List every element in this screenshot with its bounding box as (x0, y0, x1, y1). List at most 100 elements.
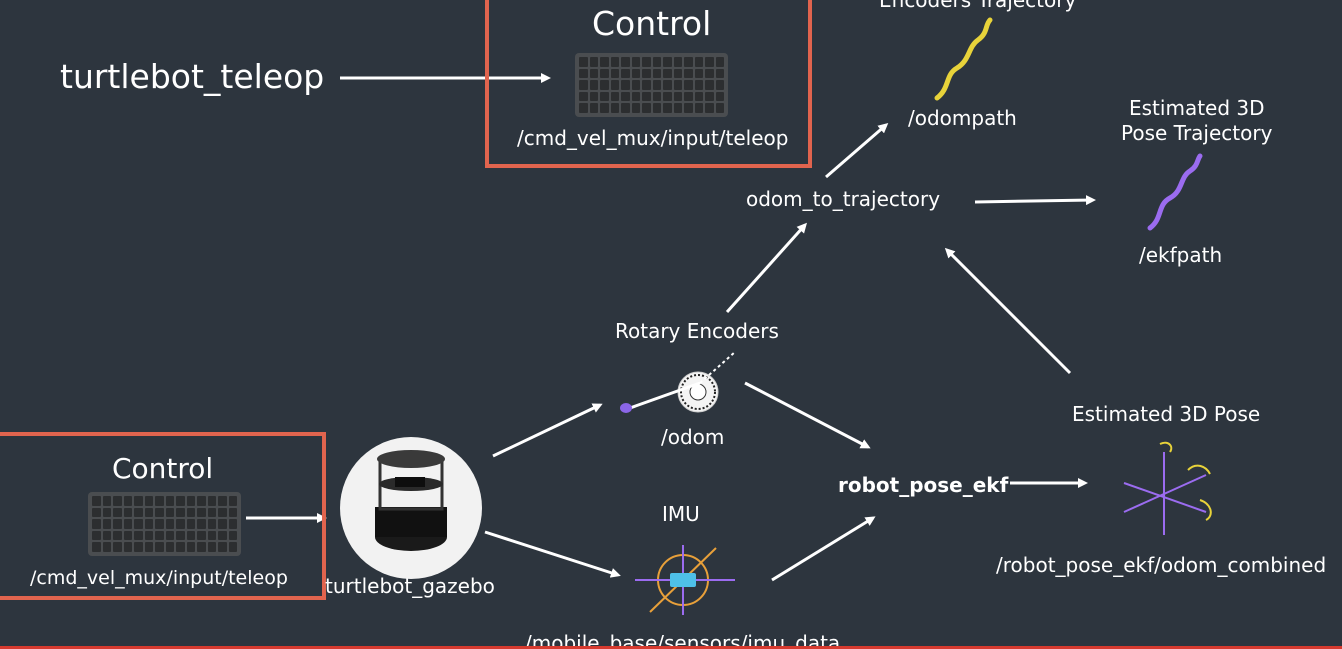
key-cap (155, 530, 164, 541)
key-cap (176, 542, 185, 552)
key-cap (197, 530, 206, 541)
key-cap (600, 103, 609, 113)
key-cap (715, 103, 724, 113)
key-cap (610, 103, 619, 113)
key-cap (684, 68, 693, 79)
arrow-encoders-to-traj (725, 222, 808, 314)
key-cap (186, 496, 195, 506)
key-cap (621, 103, 630, 113)
rotary-encoder-icon (620, 351, 736, 413)
key-cap (218, 496, 227, 506)
key-cap (176, 507, 185, 518)
key-cap (113, 530, 122, 541)
key-cap (155, 519, 164, 529)
key-cap (92, 507, 101, 518)
key-cap (705, 103, 714, 113)
key-cap (673, 57, 682, 67)
key-cap (610, 68, 619, 79)
key-cap (631, 91, 640, 102)
arrow-imu-to-ekf (771, 516, 876, 582)
key-cap (715, 80, 724, 90)
key-cap (207, 519, 216, 529)
key-cap (652, 80, 661, 90)
key-cap (684, 57, 693, 67)
key-cap (673, 91, 682, 102)
key-cap (621, 80, 630, 90)
teleop-node-label: turtlebot_teleop (60, 57, 325, 96)
key-cap (207, 507, 216, 518)
key-cap (134, 530, 143, 541)
key-cap (165, 496, 174, 506)
key-cap (134, 542, 143, 552)
key-cap (165, 507, 174, 518)
control-topic-top: /cmd_vel_mux/input/teleop (517, 126, 789, 150)
arrow-robot-to-imu (484, 530, 621, 578)
key-cap (610, 57, 619, 67)
key-cap (579, 80, 588, 90)
key-cap (102, 530, 111, 541)
key-cap (165, 530, 174, 541)
key-cap (92, 496, 101, 506)
key-cap (197, 542, 206, 552)
key-cap (144, 507, 153, 518)
key-cap (102, 519, 111, 529)
key-cap (694, 91, 703, 102)
odom-combined-topic: /robot_pose_ekf/odom_combined (996, 553, 1327, 577)
key-cap (684, 80, 693, 90)
keyboard-icon (88, 492, 241, 556)
key-cap (134, 496, 143, 506)
key-cap (134, 519, 143, 529)
key-cap (600, 91, 609, 102)
key-cap (663, 57, 672, 67)
key-cap (642, 68, 651, 79)
key-cap (228, 519, 237, 529)
key-cap (673, 80, 682, 90)
key-cap (144, 519, 153, 529)
key-cap (715, 57, 724, 67)
robot-label: turtlebot_gazebo (325, 574, 495, 598)
key-cap (715, 91, 724, 102)
imu-title: IMU (662, 502, 700, 526)
key-cap (186, 530, 195, 541)
key-cap (228, 507, 237, 518)
key-cap (673, 103, 682, 113)
key-cap (186, 542, 195, 552)
key-cap (123, 496, 132, 506)
key-cap (579, 91, 588, 102)
key-cap (621, 91, 630, 102)
key-cap (631, 57, 640, 67)
key-cap (197, 496, 206, 506)
key-cap (600, 57, 609, 67)
key-cap (92, 530, 101, 541)
control-box-top: Control /cmd_vel_mux/input/teleop (485, 0, 812, 168)
key-cap (197, 519, 206, 529)
key-cap (621, 68, 630, 79)
key-cap (705, 91, 714, 102)
encoders-trajectory-title: Encoders Trajectory (879, 0, 1077, 12)
key-cap (123, 507, 132, 518)
arrow-encoders-to-ekf (744, 381, 871, 449)
key-cap (600, 80, 609, 90)
key-cap (610, 91, 619, 102)
key-cap (228, 496, 237, 506)
key-cap (694, 57, 703, 67)
ekf-trajectory-icon (1147, 153, 1203, 231)
key-cap (610, 80, 619, 90)
key-cap (176, 519, 185, 529)
key-cap (144, 542, 153, 552)
key-cap (631, 68, 640, 79)
key-cap (589, 103, 598, 113)
key-cap (228, 530, 237, 541)
estimated-trajectory-title-1: Estimated 3D (1129, 96, 1265, 120)
key-cap (123, 519, 132, 529)
key-cap (113, 519, 122, 529)
key-cap (186, 519, 195, 529)
key-cap (176, 496, 185, 506)
keyboard-icon (575, 53, 728, 117)
key-cap (694, 103, 703, 113)
key-cap (663, 80, 672, 90)
key-cap (123, 542, 132, 552)
ekf-node-label: robot_pose_ekf (838, 473, 1009, 497)
key-cap (589, 91, 598, 102)
